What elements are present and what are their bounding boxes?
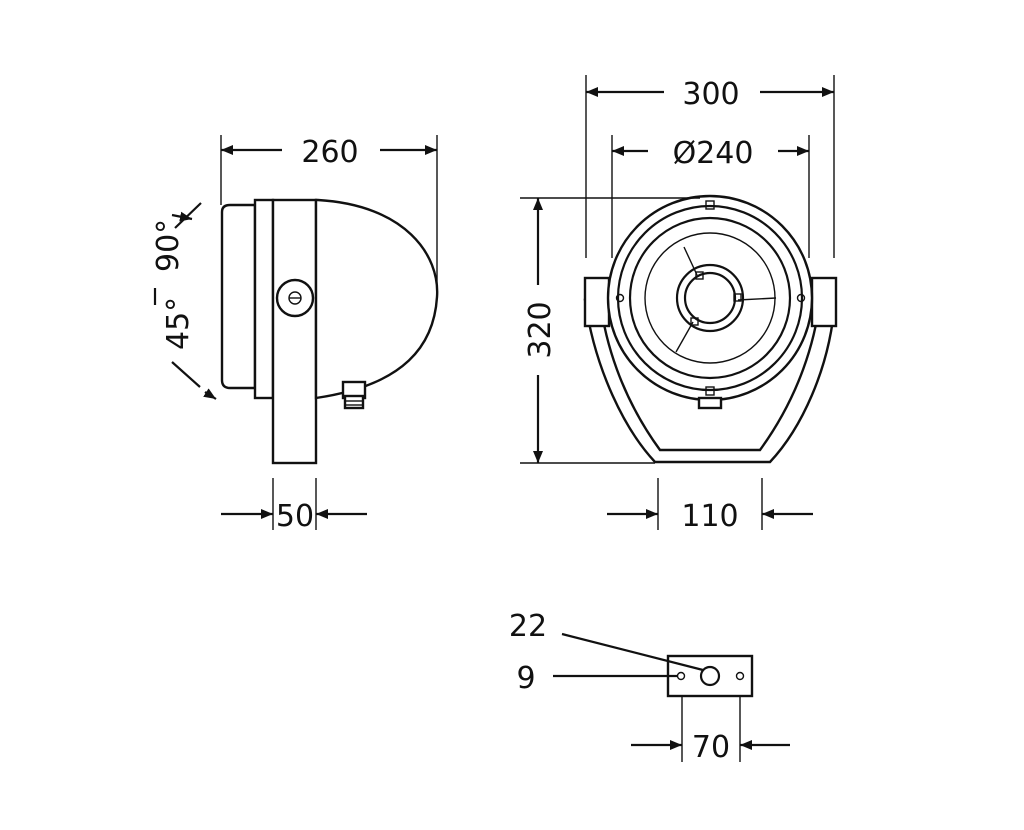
right-lug bbox=[810, 276, 838, 328]
side-width-label: 260 bbox=[301, 135, 358, 170]
lamp-socket-inner bbox=[683, 271, 737, 325]
tilt-down-tick bbox=[171, 361, 201, 388]
lens-ring bbox=[628, 216, 792, 380]
bezel-ring bbox=[253, 198, 275, 400]
front-diameter-label: Ø240 bbox=[673, 136, 754, 171]
bracket-width-label: 70 bbox=[692, 730, 730, 765]
screw-bottom bbox=[705, 386, 715, 396]
front-view: 300 Ø240 320 110 bbox=[520, 75, 838, 534]
leader-hole-large bbox=[561, 632, 704, 672]
screw-right bbox=[796, 293, 806, 303]
bracket-view: 22 9 70 bbox=[509, 609, 790, 765]
cable-gland-nut bbox=[343, 394, 365, 410]
socket-clip-3 bbox=[690, 317, 699, 326]
socket-clip-2 bbox=[733, 293, 742, 302]
socket-clip-1 bbox=[695, 271, 704, 280]
spoke-1 bbox=[683, 246, 698, 276]
bracket-hole-small-left bbox=[676, 671, 686, 681]
spoke-2 bbox=[737, 297, 777, 301]
bracket-plate bbox=[666, 654, 754, 698]
mount-bracket bbox=[271, 198, 318, 465]
cable-gland-front bbox=[697, 396, 723, 410]
spoke-3 bbox=[675, 321, 694, 353]
screw-left bbox=[615, 293, 625, 303]
front-width-label: 300 bbox=[682, 77, 739, 112]
tilt-up-arrow bbox=[171, 211, 193, 222]
tilt-up-label: 90° bbox=[151, 219, 186, 272]
side-mount-label: 50 bbox=[276, 499, 314, 534]
bezel-ring-front bbox=[616, 204, 804, 392]
left-lug bbox=[583, 276, 611, 328]
tilt-down-arrow bbox=[203, 388, 217, 400]
housing-dome bbox=[314, 198, 439, 400]
housing-outer-ring bbox=[606, 194, 814, 402]
lamp-socket-outer bbox=[675, 263, 745, 333]
bracket-hole-small-right bbox=[735, 671, 745, 681]
hole-small-label: 9 bbox=[516, 661, 535, 696]
hole-large-label: 22 bbox=[509, 609, 547, 644]
front-height-label: 320 bbox=[523, 301, 558, 358]
tilt-down-label: 45° bbox=[161, 297, 196, 350]
lens-rim bbox=[220, 203, 257, 390]
bracket-hole-large bbox=[699, 665, 721, 687]
screw-top bbox=[705, 200, 715, 210]
front-base-label: 110 bbox=[681, 499, 738, 534]
side-view: 260 50 90° 45° bbox=[151, 135, 439, 534]
